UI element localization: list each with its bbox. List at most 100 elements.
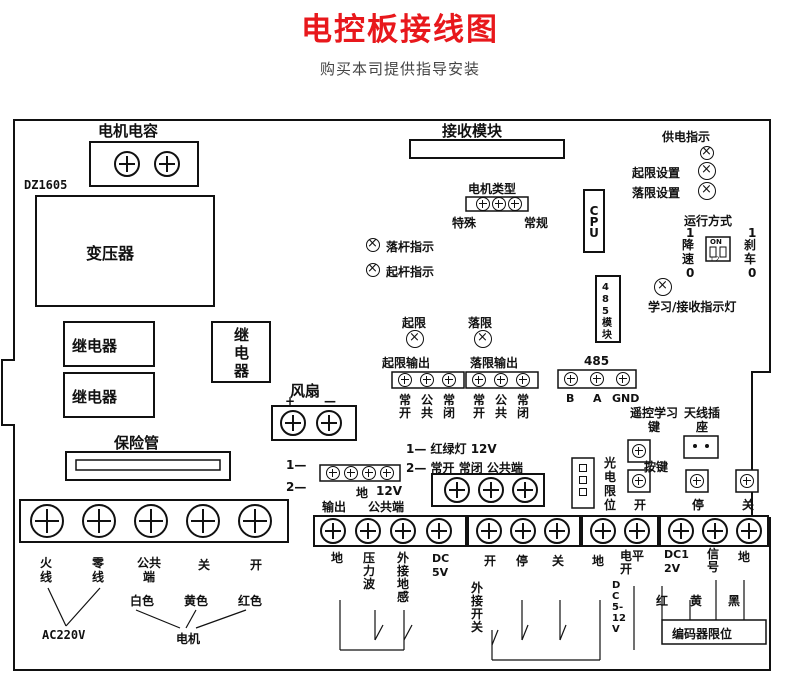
bottom-screw-terminal — [510, 518, 536, 544]
bt-close: 关 — [552, 554, 565, 568]
traffic-relay-screw-terminal — [444, 477, 470, 503]
bt-dc12v: DC12V — [664, 548, 689, 575]
jumper-pin — [492, 197, 506, 211]
bottom-screw-terminal — [544, 518, 570, 544]
bottom-screw-terminal — [590, 518, 616, 544]
bt-dc5-12v: DC5-12V — [612, 580, 626, 635]
remote-learn-button-icon[interactable] — [632, 444, 646, 458]
remote-learn-key-label: 遥控学习键 — [629, 406, 678, 434]
terminal-common: 公共端 — [136, 556, 161, 584]
fan-screw-terminal — [280, 410, 306, 436]
relay-label: 继电器 — [72, 337, 118, 355]
bottom-screw-terminal — [320, 518, 346, 544]
drop-bar-label: 落杆指示 — [386, 240, 435, 254]
bt-ext-switch: 外接开关 — [470, 581, 483, 634]
fan-minus: — — [324, 394, 336, 408]
jumper-pin — [508, 197, 522, 211]
traffic-light-pin — [380, 466, 394, 480]
bottom-screw-terminal — [426, 518, 452, 544]
traffic-light-pin — [326, 466, 340, 480]
optical-pin — [579, 488, 587, 496]
key-close-label: 关 — [742, 498, 755, 512]
bottom-screw-terminal — [624, 518, 650, 544]
bottom-screw-terminal — [355, 518, 381, 544]
capacitor-screw-terminal — [114, 151, 140, 177]
optical-pin — [579, 464, 587, 472]
terminal-live: 火线 — [40, 556, 53, 584]
traffic-light-pin — [362, 466, 376, 480]
up-limit-set-label: 起限设置 — [632, 166, 681, 180]
bt-signal: 信号 — [706, 547, 719, 574]
traffic-light-common: 公共端 — [368, 500, 405, 514]
up-pin-no: 常开 — [398, 393, 411, 420]
limit-output-pin — [442, 373, 456, 387]
page-title: 电控板接线图 — [301, 12, 499, 48]
power-indicator-label: 供电指示 — [662, 130, 711, 144]
key-open-button-icon[interactable] — [632, 474, 646, 488]
power-screw-terminal — [134, 504, 168, 538]
traffic-light-output: 输出 — [322, 500, 347, 514]
lift-bar-led-icon — [366, 260, 380, 278]
down-limit-set-button-icon[interactable] — [698, 179, 716, 201]
power-led-icon — [700, 143, 714, 161]
rs485-pin-a: A — [593, 392, 602, 405]
limit-output-pin — [516, 373, 530, 387]
up-limit-set-button-icon[interactable] — [698, 159, 716, 181]
fan-screw-terminal — [316, 410, 342, 436]
motor-type-normal: 常规 — [524, 216, 549, 230]
rs485-pin-b: B — [566, 392, 575, 405]
down-limit-set-label: 落限设置 — [632, 186, 681, 200]
learn-receive-label: 学习/接收指示灯 — [648, 300, 737, 314]
dip-switch-on: ON — [710, 238, 722, 246]
traffic-light-12v: 12V — [376, 484, 402, 498]
bottom-screw-terminal — [702, 518, 728, 544]
bottom-screw-terminal — [736, 518, 762, 544]
limit-output-pin — [420, 373, 434, 387]
motor-label: 电机 — [176, 632, 201, 646]
down-pin-nc: 常闭 — [516, 393, 529, 420]
terminal-neutral: 零线 — [92, 556, 105, 584]
rs485-label: 485 — [584, 354, 610, 368]
limit-output-pin — [398, 373, 412, 387]
bt-dc5v: DC5V — [432, 552, 450, 579]
down-limit-output-label: 落限输出 — [470, 356, 519, 370]
key-open-label: 开 — [634, 498, 647, 512]
antenna-pin-icon — [705, 444, 709, 448]
receiver-module-label: 接收模块 — [442, 122, 503, 140]
key-stop-label: 停 — [692, 498, 705, 512]
fan-label: 风扇 — [290, 382, 321, 400]
motor-color-white: 白色 — [130, 594, 155, 608]
capacitor-screw-terminal — [154, 151, 180, 177]
down-pin-com: 公共 — [494, 393, 507, 420]
jumper-pin — [476, 197, 490, 211]
bottom-screw-terminal — [390, 518, 416, 544]
bt-ground2: 地 — [592, 554, 605, 568]
key-stop-button-icon[interactable] — [690, 474, 704, 488]
traffic-light-num2: 2— — [286, 480, 307, 494]
run-mode-brake: 刹车 — [744, 238, 757, 266]
bt-ext-ground-sense: 外接地感 — [396, 551, 409, 604]
key-close-button-icon[interactable] — [740, 474, 754, 488]
power-screw-terminal — [238, 504, 272, 538]
run-mode-label: 运行方式 — [684, 214, 733, 228]
limit-output-pin — [472, 373, 486, 387]
motor-type-label: 电机类型 — [468, 182, 517, 196]
antenna-socket-label: 天线插座 — [683, 406, 720, 434]
up-pin-com: 公共 — [420, 393, 433, 420]
motor-capacitor-label: 电机电容 — [98, 122, 159, 140]
rs485-pin-gnd: GND — [612, 392, 640, 405]
traffic-relay-screw-terminal — [478, 477, 504, 503]
motor-color-yellow: 黄色 — [184, 594, 209, 608]
antenna-pin-icon — [693, 444, 697, 448]
up-pin-nc: 常闭 — [442, 393, 455, 420]
page-subtitle: 购买本司提供指导安装 — [319, 60, 480, 78]
bt-stop: 停 — [516, 554, 529, 568]
run-mode-left-top: 1 — [686, 226, 695, 240]
transformer-label: 变压器 — [86, 244, 135, 263]
relay-label: 继电器 — [72, 388, 118, 406]
keys-label: 按键 — [644, 460, 669, 474]
encoder-limit-label: 编码器限位 — [672, 627, 733, 641]
run-mode-right-bottom: 0 — [748, 266, 757, 280]
up-limit-led-icon — [406, 327, 424, 349]
power-screw-terminal — [30, 504, 64, 538]
